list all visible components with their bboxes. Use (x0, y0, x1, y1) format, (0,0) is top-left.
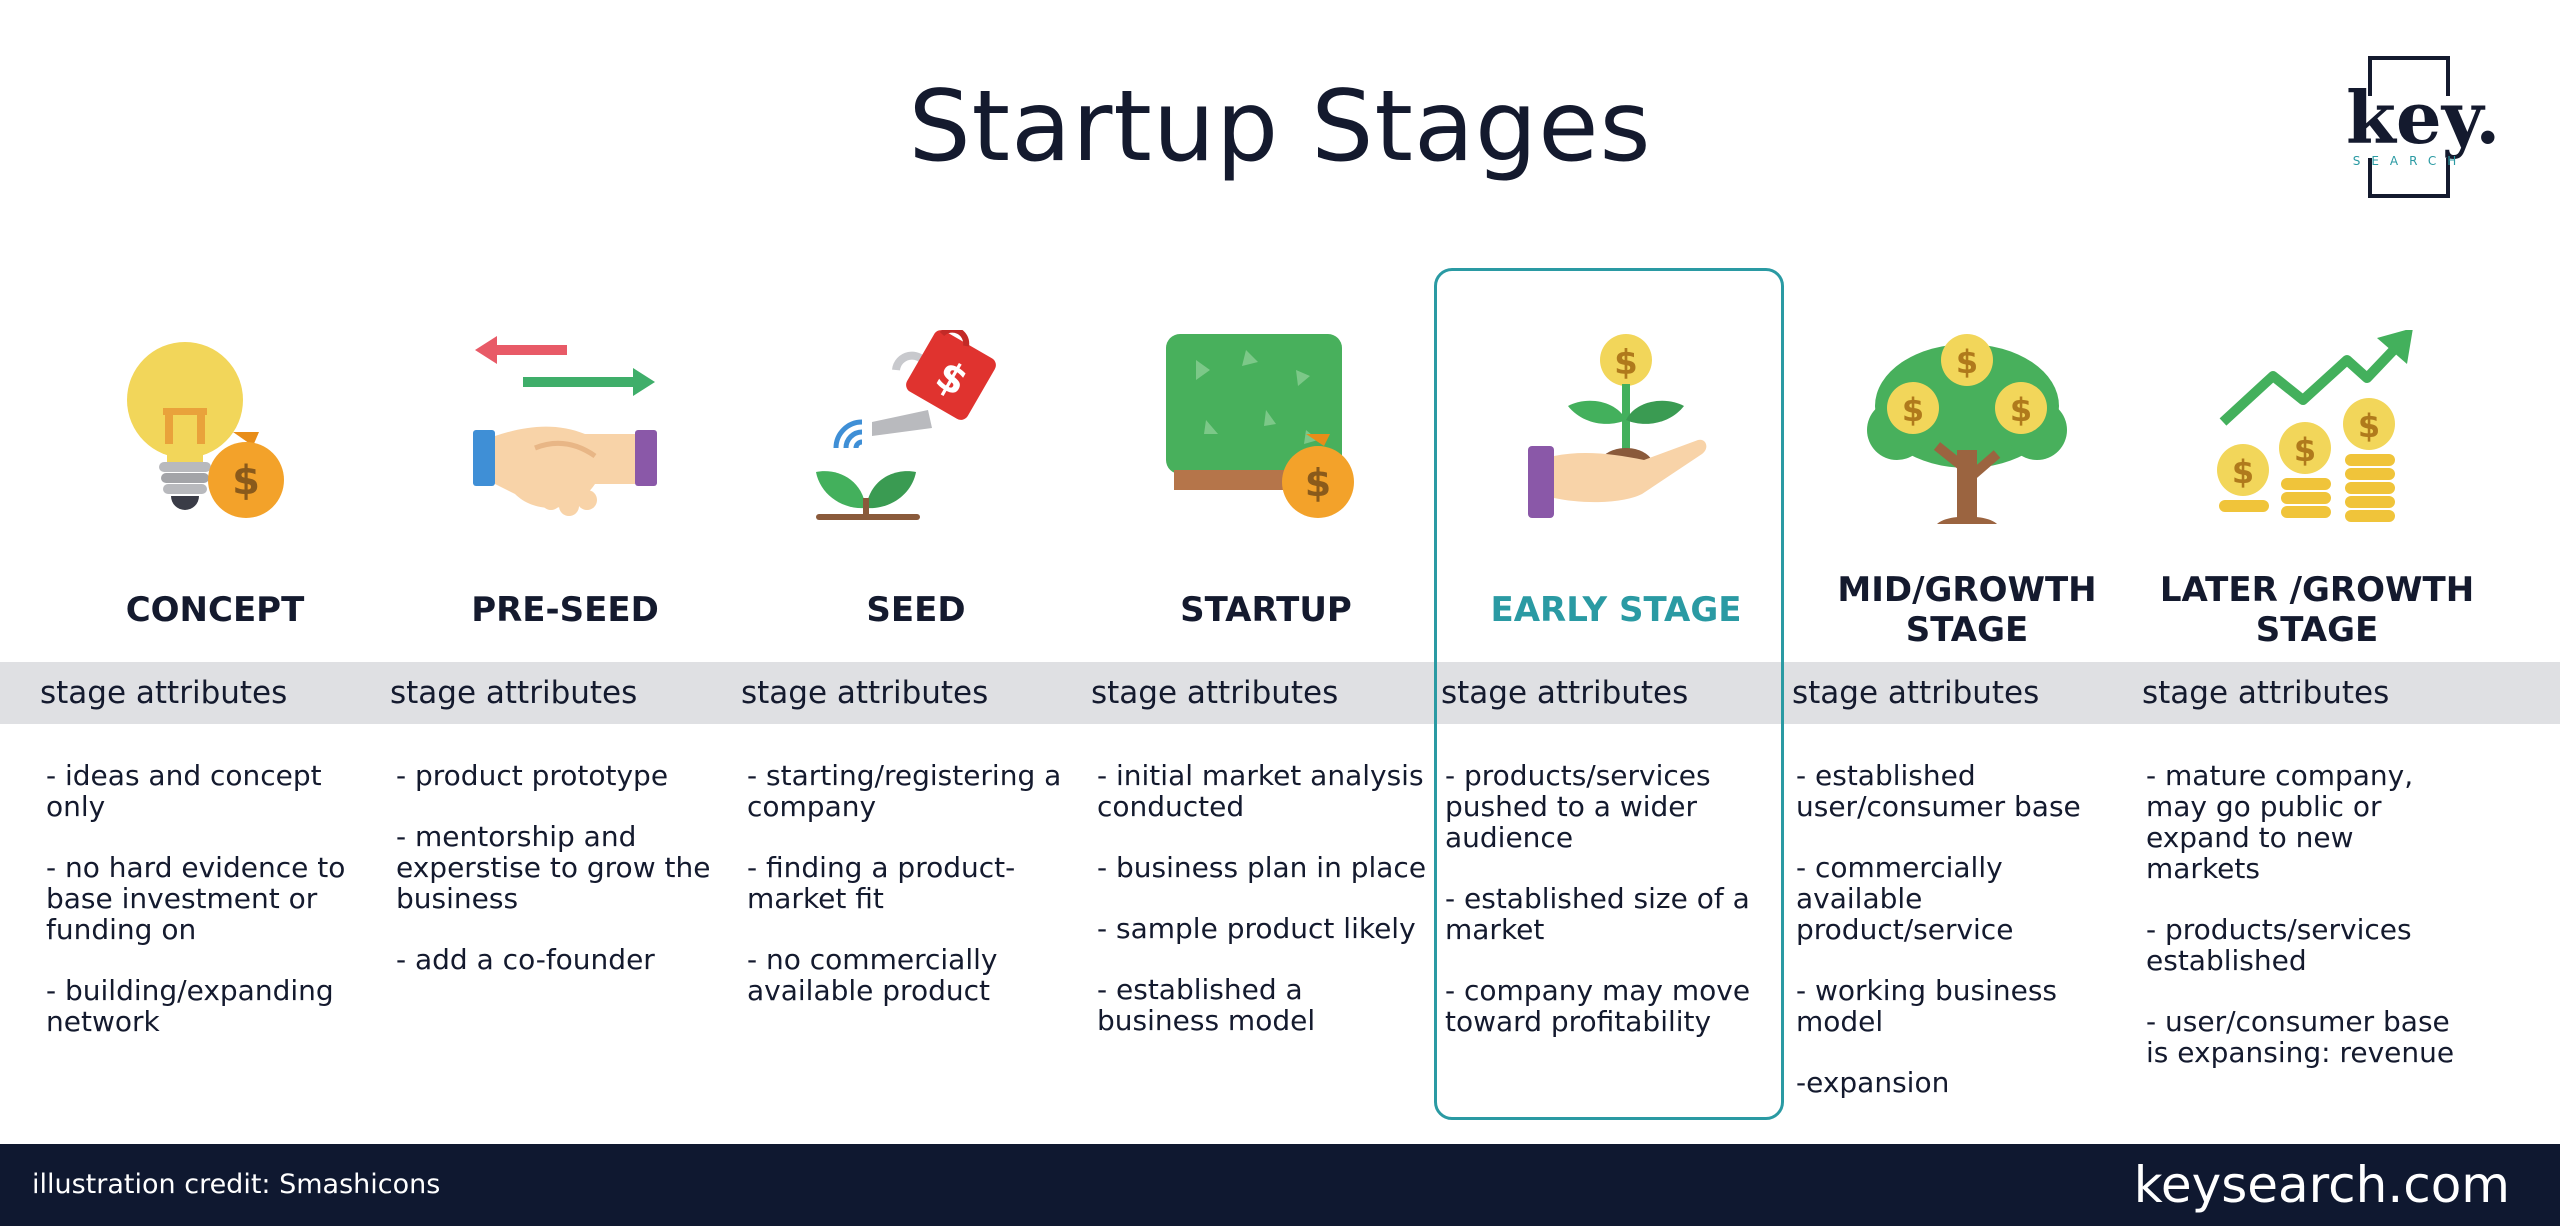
bullet: - established a business model (1097, 973, 1316, 1037)
bullet: - no commercially available product (747, 943, 998, 1007)
bullet: - ideas and concept only (46, 759, 322, 823)
bullet: - mature company, may go public or expan… (2146, 759, 2414, 885)
stage-mid-growth: $ $ $ MID/GROWTH STAGE stage attributes … (1792, 0, 2142, 1140)
attributes-band (0, 662, 2560, 724)
bullet: - product prototype (396, 759, 669, 792)
svg-text:$: $ (2232, 453, 2254, 491)
bullet-list: - ideas and concept only - no hard evide… (46, 760, 376, 1067)
stage-title: PRE-SEED (471, 590, 659, 630)
illustration-credit: illustration credit: Smashicons (32, 1169, 441, 1200)
hand-plant-coin-icon: $ (1528, 334, 1707, 518)
stage-title: LATER /GROWTH STAGE (2159, 570, 2475, 650)
bullet: - mentorship and experstise to grow the … (396, 820, 711, 915)
site-link[interactable]: keysearch.com (2133, 1156, 2510, 1214)
stage-title: SEED (866, 590, 966, 630)
stage-seed: $ SEED stage attributes - starting/regis… (741, 0, 1091, 1140)
attr-label: stage attributes (1441, 675, 1689, 711)
bullet-list: - initial market analysis conducted - bu… (1097, 760, 1427, 1066)
svg-text:$: $ (1956, 343, 1978, 381)
coins-growth-icon: $ $ $ (2217, 330, 2413, 522)
stage-title: STARTUP (1180, 590, 1352, 630)
attr-label: stage attributes (390, 675, 638, 711)
bullet: - established user/consumer base (1796, 759, 2081, 823)
bullet: - working business model (1796, 974, 2057, 1038)
attr-label: stage attributes (40, 675, 288, 711)
bullet: - products/services established (2146, 913, 2412, 977)
bullet: -expansion (1796, 1066, 1950, 1099)
stage-title: EARLY STAGE (1490, 590, 1742, 630)
svg-text:$: $ (2010, 391, 2032, 429)
stage-concept: $ CONCEPT stage attributes - ideas and c… (40, 0, 390, 1140)
svg-text:$: $ (2294, 431, 2316, 469)
page-title: Startup Stages (908, 70, 1652, 184)
logo-sub: SEARCH (2352, 154, 2468, 168)
stage-startup: $ STARTUP stage attributes - initial mar… (1091, 0, 1441, 1140)
svg-text:$: $ (1614, 343, 1638, 383)
bullet: - initial market analysis conducted (1097, 759, 1424, 823)
bullet: - building/expanding network (46, 974, 334, 1038)
bullet-list: - starting/registering a company - findi… (747, 760, 1077, 1036)
stage-title: CONCEPT (125, 590, 305, 630)
svg-text:$: $ (2358, 407, 2380, 445)
attr-label: stage attributes (1091, 675, 1339, 711)
bullet-list: - products/services pushed to a wider au… (1445, 760, 1775, 1067)
bullet: - company may move toward profitability (1445, 974, 1751, 1038)
bullet: - add a co-founder (396, 943, 655, 976)
bullet-list: - mature company, may go public or expan… (2146, 760, 2476, 1098)
bullet: - finding a product-market fit (747, 851, 1016, 915)
lightbulb-money-icon: $ (127, 342, 284, 518)
bullet: - sample product likely (1097, 912, 1416, 945)
money-hedge-icon: $ (1166, 334, 1354, 518)
footer: illustration credit: Smashicons keysearc… (0, 1144, 2560, 1226)
attr-label: stage attributes (2142, 675, 2390, 711)
bullet: - commercially available product/service (1796, 851, 2014, 946)
bullet: - business plan in place (1097, 851, 1427, 884)
bullet: - no hard evidence to base investment or… (46, 851, 346, 946)
bullet: - products/services pushed to a wider au… (1445, 759, 1711, 854)
early-stage-highlight (1434, 268, 1784, 1120)
bullet: - starting/registering a company (747, 759, 1062, 823)
stage-pre-seed: PRE-SEED stage attributes - product prot… (390, 0, 740, 1140)
bullet: - established size of a market (1445, 882, 1750, 946)
attr-label: stage attributes (741, 675, 989, 711)
bullet-list: - established user/consumer base - comme… (1796, 760, 2126, 1128)
attr-label: stage attributes (1792, 675, 2040, 711)
handshake-icon (473, 336, 657, 516)
stage-later-growth: $ $ $ LATER /GROWTH STAGE stage attribut… (2142, 0, 2492, 1140)
watering-seed-icon: $ (816, 330, 996, 520)
money-tree-icon: $ $ $ (1867, 334, 2067, 524)
bullet-list: - product prototype - mentorship and exp… (396, 760, 726, 1005)
stage-title: MID/GROWTH STAGE (1837, 570, 2097, 650)
stage-early-stage: $ EARLY STAGE stage attributes - product… (1441, 0, 1791, 1140)
svg-text:$: $ (1902, 391, 1924, 429)
svg-text:$: $ (232, 458, 260, 504)
svg-text:$: $ (1305, 461, 1331, 505)
bullet: - user/consumer base is expansing: reven… (2146, 1005, 2455, 1069)
